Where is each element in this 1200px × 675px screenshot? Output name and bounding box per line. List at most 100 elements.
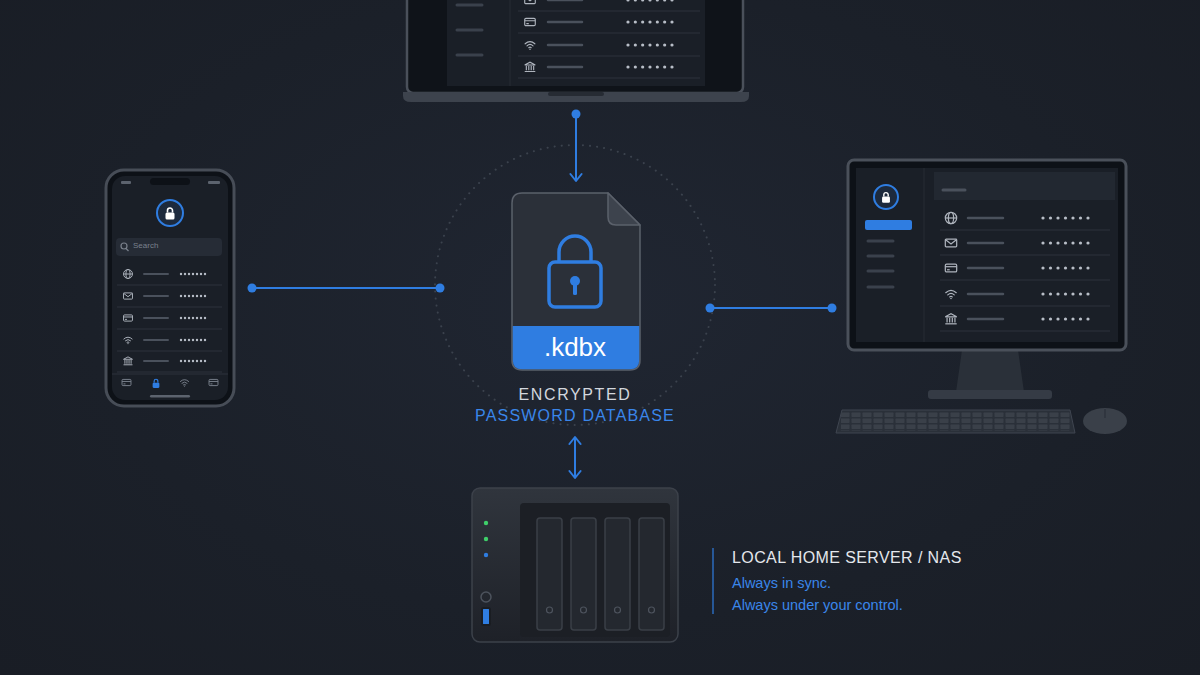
- row-line: [968, 293, 1003, 296]
- masked-dot: [1049, 241, 1052, 244]
- row-line: [548, 66, 582, 69]
- connector-dot: [436, 284, 445, 293]
- phone-device: Search: [106, 170, 234, 406]
- masked-dot: [184, 295, 186, 297]
- masked-dot: [1071, 266, 1074, 269]
- masked-dot: [180, 317, 182, 319]
- masked-dot: [1041, 216, 1044, 219]
- masked-dot: [200, 273, 202, 275]
- masked-dot: [1086, 216, 1089, 219]
- row-line: [968, 217, 1003, 220]
- search-placeholder: Search: [133, 241, 223, 251]
- masked-dot: [1041, 317, 1044, 320]
- row-icon: [525, 0, 536, 4]
- arrow-head: [570, 174, 581, 181]
- masked-dot: [1071, 216, 1074, 219]
- arrow-head: [569, 471, 580, 478]
- masked-dot: [670, 43, 673, 46]
- row-separator: [940, 255, 1110, 256]
- masked-dot: [1041, 292, 1044, 295]
- masked-dot: [1064, 241, 1067, 244]
- masked-dot: [196, 273, 198, 275]
- row-icon: [525, 42, 535, 50]
- row-line: [548, 44, 582, 47]
- masked-dot: [200, 339, 202, 341]
- row-separator: [518, 78, 700, 79]
- row-line: [968, 267, 1003, 270]
- masked-dot: [192, 273, 194, 275]
- masked-dot: [634, 0, 637, 2]
- masked-dot: [1079, 317, 1082, 320]
- masked-dot: [634, 65, 637, 68]
- masked-dot: [670, 65, 673, 68]
- row-icon: [945, 314, 956, 324]
- masked-dot: [641, 0, 644, 2]
- masked-dot: [188, 339, 190, 341]
- masked-dot: [626, 20, 629, 23]
- masked-dot: [196, 317, 198, 319]
- laptop-device: [405, 0, 747, 100]
- masked-dot: [204, 295, 206, 297]
- row-icon: [124, 293, 133, 299]
- masked-dot: [1056, 241, 1059, 244]
- masked-dot: [1049, 292, 1052, 295]
- masked-dot: [188, 295, 190, 297]
- connector-dot: [248, 284, 257, 293]
- row-line: [548, 21, 582, 24]
- row-icon: [124, 315, 133, 321]
- connector: [570, 110, 581, 182]
- connector-line: [575, 114, 577, 181]
- database-subheading: PASSWORD DATABASE: [440, 406, 710, 425]
- connector: [248, 284, 445, 293]
- server-note: Always in sync.: [732, 575, 968, 592]
- database-file: .kdbxENCRYPTED PASSWORD DATABASE: [440, 183, 710, 433]
- masked-dot: [180, 360, 182, 362]
- masked-dot: [1064, 266, 1067, 269]
- masked-dot: [1049, 266, 1052, 269]
- row-separator: [117, 351, 222, 352]
- row-separator: [940, 280, 1110, 281]
- row-icon: [124, 270, 133, 279]
- masked-dot: [641, 20, 644, 23]
- masked-dot: [1071, 241, 1074, 244]
- masked-dot: [1056, 317, 1059, 320]
- row-separator: [940, 331, 1110, 332]
- monitor-device: [848, 160, 1126, 350]
- masked-dot: [656, 20, 659, 23]
- masked-dot: [1086, 266, 1089, 269]
- row-line: [144, 295, 168, 297]
- masked-dot: [1056, 216, 1059, 219]
- masked-dot: [188, 273, 190, 275]
- row-line: [144, 339, 168, 341]
- masked-dot: [200, 317, 202, 319]
- file-extension: .kdbx: [475, 332, 675, 363]
- masked-dot: [1041, 266, 1044, 269]
- masked-dot: [1064, 317, 1067, 320]
- arrow-head: [569, 437, 580, 444]
- masked-dot: [663, 0, 666, 2]
- masked-dot: [184, 360, 186, 362]
- nas-illustration: [472, 488, 678, 642]
- connector-line: [710, 307, 832, 309]
- masked-dot: [1071, 317, 1074, 320]
- list-rows: [117, 0, 1110, 372]
- monitor-illustration: [836, 160, 1127, 434]
- masked-dot: [180, 273, 182, 275]
- masked-dot: [200, 295, 202, 297]
- masked-dot: [648, 0, 651, 2]
- masked-dot: [626, 0, 629, 2]
- masked-dot: [196, 339, 198, 341]
- database-heading: ENCRYPTED: [440, 385, 710, 404]
- row-icon: [525, 62, 536, 71]
- row-separator: [117, 372, 222, 373]
- masked-dot: [196, 360, 198, 362]
- masked-dot: [192, 295, 194, 297]
- nas-server: LOCAL HOME SERVER / NASAlways in sync.Al…: [472, 482, 972, 644]
- masked-dot: [1064, 216, 1067, 219]
- server-note: Always under your control.: [732, 597, 968, 614]
- masked-dot: [648, 65, 651, 68]
- masked-dot: [192, 317, 194, 319]
- masked-dot: [1056, 266, 1059, 269]
- masked-dot: [1086, 317, 1089, 320]
